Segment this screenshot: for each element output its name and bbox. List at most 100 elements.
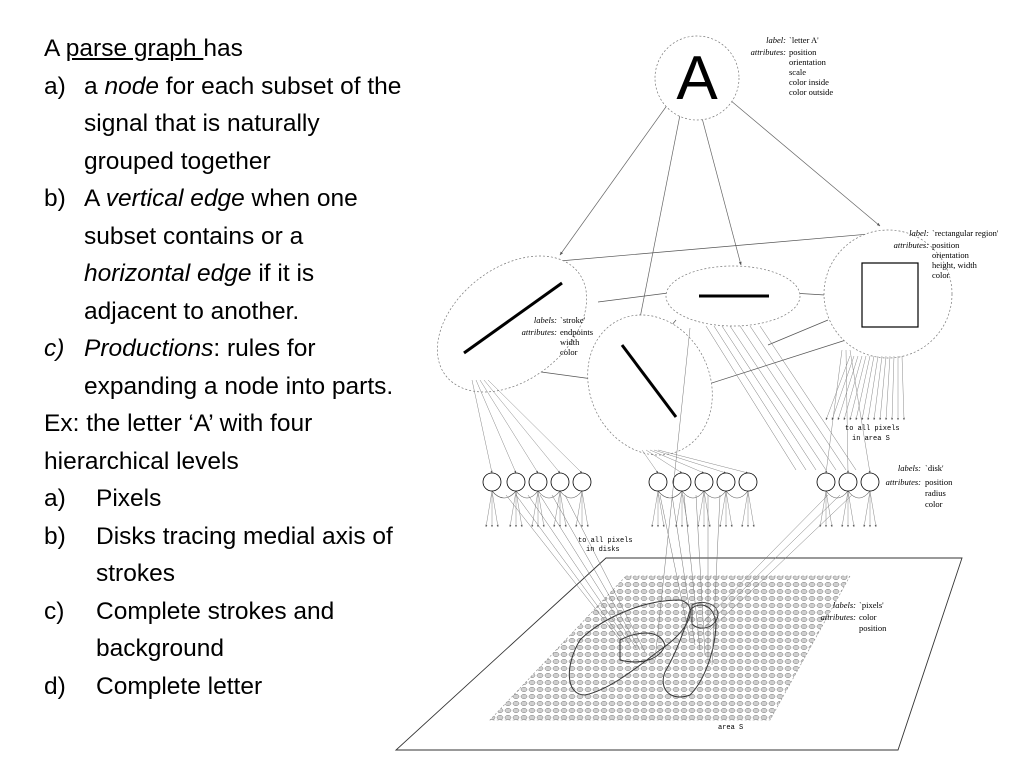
- disk-left-1: [482, 472, 502, 492]
- svg-text:position: position: [932, 240, 960, 250]
- svg-text:radius: radius: [925, 488, 946, 498]
- disk-right-3: [860, 472, 880, 492]
- stroke-attr-key: attributes:: [522, 327, 558, 337]
- rect-region-node: [823, 229, 953, 359]
- parse-graph-term: parse graph: [65, 35, 204, 62]
- disk-to-pixel-arrow: [537, 490, 545, 528]
- svg-text:color: color: [932, 270, 950, 280]
- rect-to-pixel-arrow: [855, 355, 871, 421]
- disk-right-1: [816, 472, 836, 492]
- rect-to-pixel-arrow: [879, 355, 887, 421]
- svg-text:color: color: [560, 347, 578, 357]
- disk-to-pixel-arrow: [491, 490, 499, 528]
- disk-left-4: [550, 472, 570, 492]
- rect-to-pixel-arrow: [885, 355, 891, 421]
- node-to-disk-edge: [849, 349, 871, 474]
- disk-to-pixel-arrow: [725, 490, 733, 528]
- explanation-text: A parse graph has a)a node for each subs…: [44, 30, 464, 705]
- node-to-disk-edge: [471, 379, 493, 474]
- disk-adjacency-arc: [725, 490, 749, 499]
- node-to-disk-edge: [641, 449, 659, 474]
- node-to-disk-edge: [483, 379, 561, 474]
- node-to-disk-edge: [645, 449, 683, 474]
- level-a: a)Pixels: [44, 485, 162, 512]
- svg-text:`rectangular region': `rectangular region': [932, 228, 999, 238]
- disk-to-pixel-edges: [505, 325, 857, 666]
- disk-to-pixel-arrow: [825, 490, 833, 528]
- disk-left-2: [506, 472, 526, 492]
- svg-text:color: color: [925, 499, 943, 509]
- rect-attr-key: attributes:: [894, 240, 930, 250]
- rect-to-pixel-arrow: [873, 355, 883, 421]
- pixel-region-left: [568, 599, 691, 696]
- disk-left-3: [528, 472, 548, 492]
- disk-right-2: [838, 472, 858, 492]
- disk-adjacency-arc: [515, 490, 539, 499]
- root-edges: [559, 99, 881, 319]
- disk-adjacency-arc: [491, 490, 517, 499]
- pixel-plane: [394, 557, 963, 751]
- disk-adjacency-arc: [703, 490, 727, 499]
- node-to-disk-edge: [487, 379, 583, 474]
- disk-adjacency-arc: [537, 490, 561, 499]
- disk-attr-key: attributes:: [886, 477, 922, 487]
- disk-adjacency-arc: [847, 490, 871, 499]
- disk-to-pixel-arrow: [531, 490, 539, 528]
- root-attr-key: attributes:: [751, 47, 787, 57]
- node-to-disk-edge: [479, 379, 539, 474]
- pixel-region-top: [691, 602, 719, 629]
- pixel-label-key: labels:: [833, 600, 856, 610]
- disk-to-pixel-arrow: [509, 490, 517, 528]
- intro-line: A parse graph has: [44, 35, 243, 62]
- svg-text:height, width: height, width: [932, 260, 978, 270]
- item-a: a)a node for each subset of the: [44, 72, 402, 100]
- svg-text:`disk': `disk': [925, 463, 944, 473]
- item-b: b)A vertical edge when one: [44, 185, 358, 212]
- example-line: Ex: the letter ‘A’ with four: [44, 410, 313, 437]
- disk-to-pixel-arrow: [485, 490, 493, 528]
- disk-level: [482, 472, 880, 499]
- node-to-disk-edges: [471, 349, 905, 528]
- svg-text:position: position: [859, 623, 887, 633]
- level-b: b)Disks tracing medial axis of: [44, 522, 393, 550]
- svg-text:position: position: [789, 47, 817, 57]
- rect-to-pixel-arrow: [831, 355, 855, 421]
- disk-to-pixel-arrow: [847, 490, 855, 528]
- svg-text:color inside: color inside: [789, 77, 829, 87]
- pixel-region-right: [662, 604, 717, 698]
- rect-to-pixel-arrow: [901, 355, 905, 421]
- rect-to-pixel-arrow: [849, 355, 867, 421]
- level-d: d)Complete letter: [44, 672, 263, 700]
- svg-text:width: width: [560, 337, 580, 347]
- svg-text:color: color: [859, 612, 877, 622]
- disk-mid-5: [738, 472, 758, 492]
- root-letter: A: [676, 44, 718, 113]
- disk-adjacency-arc: [825, 490, 849, 499]
- svg-text:in area S: in area S: [852, 435, 890, 443]
- note-disks: to all pixels: [578, 537, 633, 545]
- disk-to-pixel-arrow: [515, 490, 523, 528]
- disk-to-pixel-arrow: [553, 490, 561, 528]
- pixel-attr-key: attributes:: [821, 612, 857, 622]
- disk-mid-3: [694, 472, 714, 492]
- disk-to-pixel-arrow: [697, 490, 705, 528]
- node-to-disk-edge: [653, 449, 727, 474]
- disk-adjacency-arc: [657, 490, 683, 499]
- node-to-disk-edge: [475, 379, 517, 474]
- node-to-disk-edge: [845, 349, 849, 474]
- stroke-label-key: labels:: [534, 315, 557, 325]
- disk-mid-4: [716, 472, 736, 492]
- disk-adjacency-arc: [681, 490, 705, 499]
- disk-to-pixel-arrow: [681, 490, 689, 528]
- node-to-disk-edge: [657, 449, 749, 474]
- disk-to-pixel-arrow: [819, 490, 827, 528]
- root-node: [654, 35, 740, 121]
- pixel-grid: [489, 575, 851, 721]
- disk-mid-2: [672, 472, 692, 492]
- disk-to-pixel-arrow: [651, 490, 659, 528]
- svg-text:position: position: [925, 477, 953, 487]
- disk-adjacency-arc: [559, 490, 583, 499]
- node-to-disk-edge: [825, 349, 843, 474]
- rect-to-pixel-arrow: [867, 355, 879, 421]
